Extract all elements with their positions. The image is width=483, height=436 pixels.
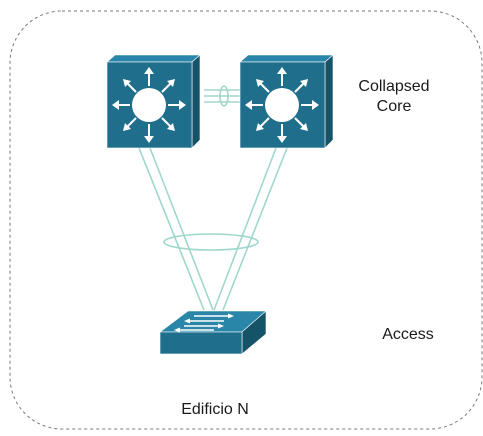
uplink-etherchannel-ring — [163, 233, 259, 251]
uplink-core1-access — [138, 147, 214, 311]
core-switch-2-arrows-icon — [245, 67, 319, 143]
core-switch-1[interactable] — [106, 54, 201, 149]
collapsed-core-label-line1: Collapsed — [358, 78, 430, 95]
building-label: Edificio N — [181, 401, 249, 418]
core-interconnect — [204, 89, 244, 103]
access-switch-arrows-icon — [174, 313, 234, 333]
uplink-core2-access — [213, 147, 288, 311]
building-container — [9, 10, 483, 430]
collapsed-core-label: Collapsed Core — [338, 77, 450, 117]
core-etherchannel-ring — [219, 85, 229, 107]
core-switch-1-arrows-icon — [112, 67, 186, 143]
core-switch-2[interactable] — [239, 54, 334, 149]
access-label: Access — [382, 326, 434, 343]
access-switch[interactable] — [159, 310, 267, 355]
collapsed-core-label-line2: Core — [376, 98, 412, 115]
